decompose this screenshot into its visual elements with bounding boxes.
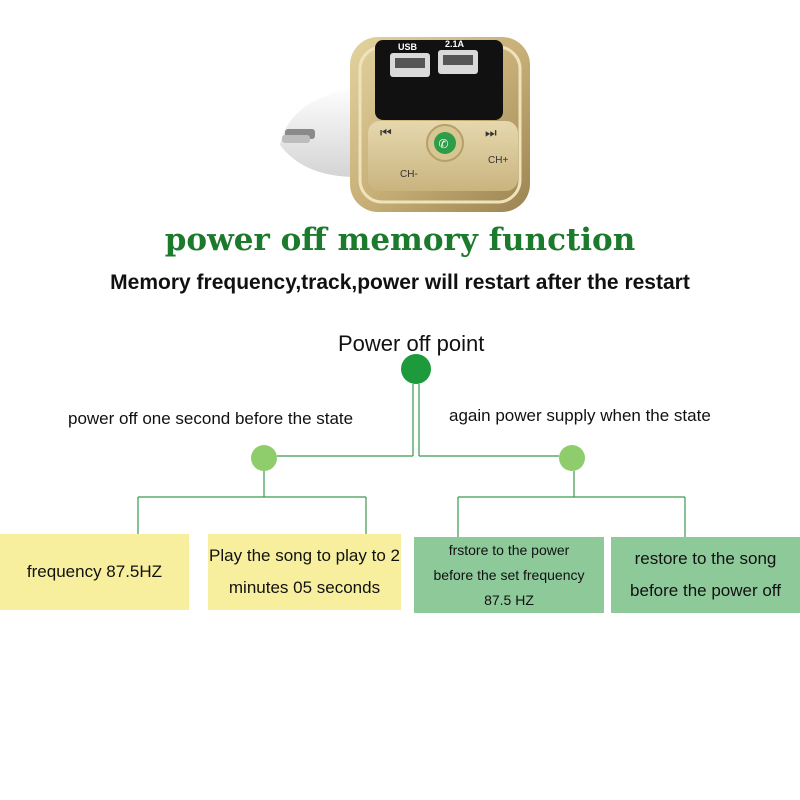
leaf-text-line: before the set frequency [433,566,585,583]
leaf-box-restore-song: restore to the song before the power off [611,537,800,613]
root-node [401,354,431,384]
charging-port-icon [438,50,478,74]
car-charger-device-image: USB 2.1A ⏮ ⏭ ✆ CH- CH+ [280,37,530,212]
next-track-icon: ⏭ [485,126,497,141]
leaf-text-line: frequency 87.5HZ [26,562,163,581]
channel-down-label: CH- [400,169,418,180]
branch-node-right [559,445,585,471]
branch-node-left [251,445,277,471]
leaf-box-song-position: Play the song to play to 2 minutes 05 se… [208,534,401,610]
usb-port-label: USB [398,42,418,52]
leaf-text-line: frstore to the power [448,541,570,558]
leaf-text-line: minutes 05 seconds [228,578,381,597]
amp-port-label: 2.1A [445,39,465,49]
page-title: power off memory function [164,222,636,258]
root-node-label: Power off point [338,331,485,356]
leaf-box-restore-frequency: frstore to the power before the set freq… [414,537,604,613]
connector-lines [137,384,686,537]
leaf-text-line: restore to the song [634,549,777,568]
branch-label-right: again power supply when the state [449,406,711,425]
leaf-box-frequency: frequency 87.5HZ [0,534,189,610]
channel-up-label: CH+ [488,155,508,166]
previous-track-icon: ⏮ [380,126,392,141]
phone-icon: ✆ [439,137,449,151]
leaf-text-line: Play the song to play to 2 [209,546,400,565]
page-subtitle: Memory frequency,track,power will restar… [110,271,690,294]
leaf-text-line: 87.5 HZ [484,591,534,608]
leaf-text-line: before the power off [630,581,781,600]
usb-port-icon [390,53,430,77]
branch-label-left: power off one second before the state [68,409,354,428]
